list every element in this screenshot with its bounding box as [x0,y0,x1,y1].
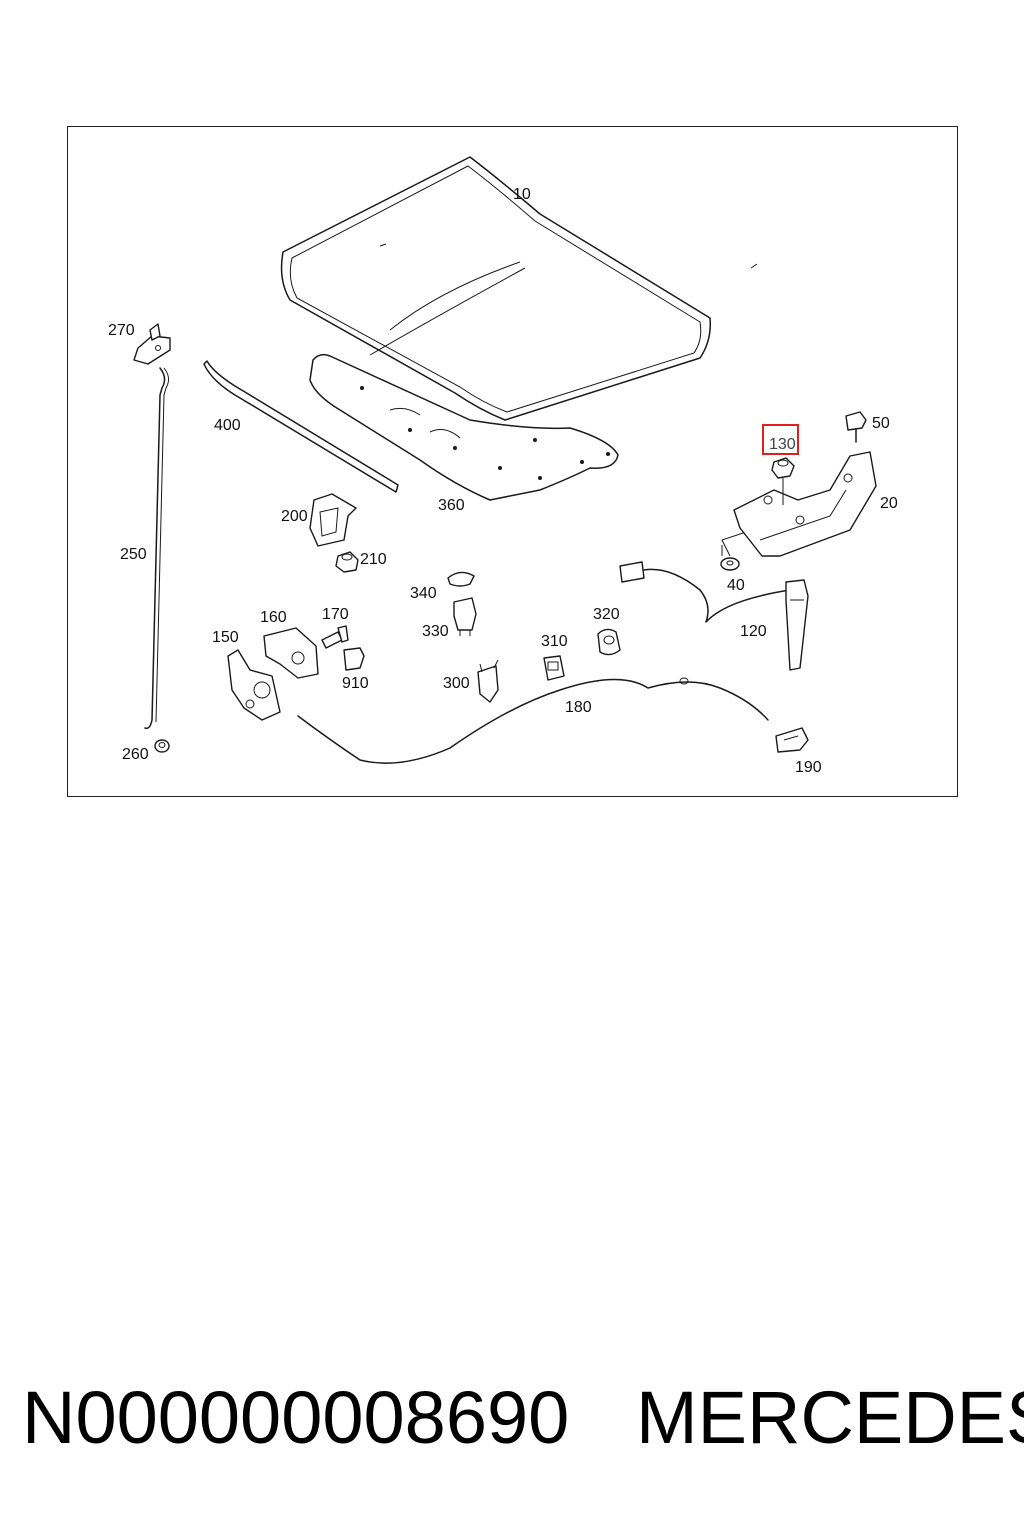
cable-180-part[interactable] [297,677,769,764]
label-190: 190 [795,759,822,776]
holder-310-part[interactable] [543,655,565,681]
label-20: 20 [880,495,898,512]
label-40: 40 [727,577,745,594]
bolt-170-part[interactable] [321,625,349,649]
handle-190-part[interactable] [775,727,809,753]
buffer-330-part[interactable] [453,597,477,636]
hinge-20-part[interactable] [733,451,877,557]
nut-130-part[interactable] [771,457,795,505]
footer-caption: N000000008690 MERCEDES [0,1375,1024,1475]
washer-40-part[interactable] [720,529,753,571]
label-50: 50 [872,415,890,432]
label-130: 130 [769,436,796,453]
nut-210-part[interactable] [335,551,359,573]
bolt-50-part[interactable] [845,411,867,443]
label-400: 400 [214,417,241,434]
label-160: 160 [260,609,287,626]
label-180: 180 [565,699,592,716]
sensor-120-part[interactable] [619,561,809,671]
label-310: 310 [541,633,568,650]
hood-part[interactable] [280,156,758,421]
support-rod-part[interactable] [144,367,170,730]
label-200: 200 [281,508,308,525]
part-number: N000000008690 [22,1376,570,1459]
clip-300-part[interactable] [477,659,499,703]
tag-910-part[interactable] [343,647,365,671]
label-260: 260 [122,746,149,763]
label-170: 170 [322,606,349,623]
label-360: 360 [438,497,465,514]
latch-160-part[interactable] [263,627,319,679]
label-120: 120 [740,623,767,640]
bracket-270-part[interactable] [133,323,171,365]
brand-name: MERCEDES [636,1376,1024,1459]
seal-strip-part[interactable] [203,360,399,493]
diagram-frame [67,126,958,797]
label-340: 340 [410,585,437,602]
bracket-200-part[interactable] [309,493,357,547]
label-910: 910 [342,675,369,692]
label-330: 330 [422,623,449,640]
insulation-pad-part[interactable] [309,353,619,501]
label-210: 210 [360,551,387,568]
label-250: 250 [120,546,147,563]
label-320: 320 [593,606,620,623]
label-270: 270 [108,322,135,339]
clip-340-part[interactable] [447,571,475,587]
latch-150-part[interactable] [227,649,281,721]
clip-320-part[interactable] [597,628,621,656]
grommet-260-part[interactable] [154,739,170,753]
label-150: 150 [212,629,239,646]
label-300: 300 [443,675,470,692]
highlight-box-130 [762,424,799,455]
label-10: 10 [513,186,531,203]
